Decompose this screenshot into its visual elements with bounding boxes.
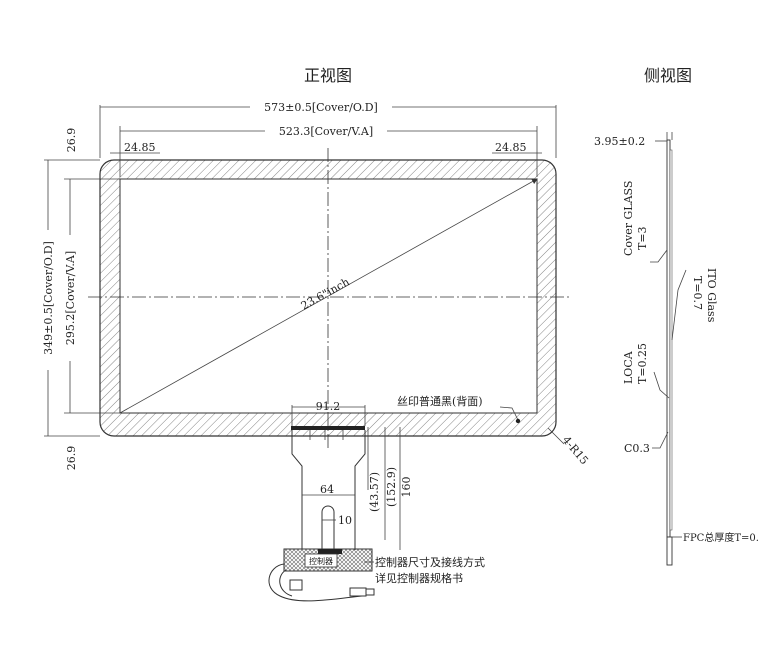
loca-thickness: T=0.25 bbox=[636, 343, 649, 384]
slot-width-label: 10 bbox=[338, 514, 352, 527]
dim-43-label: (43.57) bbox=[368, 472, 381, 512]
side-view: 侧视图 3.95±0.2 FPC总厚度T=0. Cover GLASS T=3 … bbox=[594, 66, 759, 566]
silkscreen-note: 丝印普通黑(背面) bbox=[397, 394, 483, 408]
ito-glass-thickness: T=0.7 bbox=[691, 276, 704, 310]
fpc-strip bbox=[666, 536, 673, 566]
ito-glass-label: ITO Glass bbox=[705, 268, 718, 323]
chamfer-label: C0.3 bbox=[624, 442, 650, 455]
dim-152-label: (152.9) bbox=[385, 467, 398, 507]
right-margin-label: 24.85 bbox=[495, 141, 527, 154]
tail-width-label: 64 bbox=[320, 483, 334, 496]
controller-label: 控制器 bbox=[309, 556, 333, 566]
front-view: 正视图 23.6"inch 573±0.5[Cover/O.D] 523.3[C… bbox=[40, 66, 591, 602]
controller-note-line2: 详见控制器规格书 bbox=[375, 571, 463, 585]
thickness-label: 3.95±0.2 bbox=[594, 135, 645, 148]
top-margin-label: 26.9 bbox=[65, 128, 78, 153]
cover-height-label: 349±0.5[Cover/O.D] bbox=[42, 241, 55, 355]
fpc-tail: 91.2 64 10 (43.57) (152.9) 160 bbox=[291, 400, 413, 550]
ito-glass-profile bbox=[669, 149, 673, 531]
cover-glass-profile bbox=[666, 139, 671, 538]
corner-radius-label: 4-R15 bbox=[560, 434, 591, 468]
va-width-label: 523.3[Cover/V.A] bbox=[279, 125, 373, 138]
cover-width-label: 573±0.5[Cover/O.D] bbox=[264, 101, 378, 114]
loca-label: LOCA bbox=[622, 350, 635, 384]
cover-glass-label: Cover GLASS bbox=[622, 181, 635, 256]
controller-board: 控制器 控制器尺寸及接线方式 详见控制器规格书 bbox=[268, 548, 485, 602]
fpc-width-label: 91.2 bbox=[316, 400, 341, 413]
diagonal-line bbox=[119, 178, 538, 414]
fpc-thickness-label: FPC总厚度T=0. bbox=[683, 531, 759, 544]
dim-160-label: 160 bbox=[400, 477, 413, 498]
bottom-margin-label: 26.9 bbox=[65, 446, 78, 471]
controller-note-line1: 控制器尺寸及接线方式 bbox=[375, 555, 485, 569]
va-height-label: 295.2[Cover/V.A] bbox=[64, 251, 77, 345]
left-margin-label: 24.85 bbox=[124, 141, 156, 154]
front-view-title: 正视图 bbox=[304, 66, 352, 85]
side-view-title: 侧视图 bbox=[644, 66, 692, 85]
cover-glass-thickness: T=3 bbox=[636, 226, 649, 250]
